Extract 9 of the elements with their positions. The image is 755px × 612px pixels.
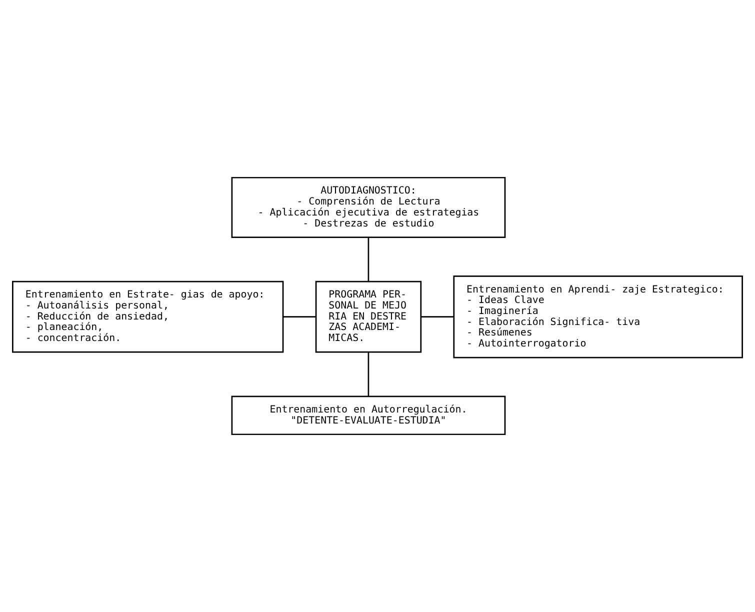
node-box: Entrenamiento en Aprendi- zaje Estrategico: - Ideas Clave - Imaginería - Elaboración Significa- tiva - Resúmenes - Autointerrogatorio	[453, 275, 743, 358]
connector	[421, 316, 454, 318]
node-box: AUTODIAGNOSTICO: - Comprensión de Lectura - Aplicación ejecutiva de estrategias - Destrezas de estudio	[231, 176, 506, 238]
node-box: Entrenamiento en Estrate- gias de apoyo: - Autoanálisis personal, - Reducción de ansiedad, - planeación, - concentración.	[12, 280, 284, 353]
node-box: Entrenamiento en Autorregulación. "DETENTE-EVALUATE-ESTUDIA"	[231, 396, 506, 436]
connector	[368, 237, 370, 282]
node-box: PROGRAMA PER- SONAL DE MEJO RIA EN DESTRE ZAS ACADEMI- MICAS.	[315, 280, 422, 353]
connector	[283, 316, 316, 318]
connector	[368, 352, 370, 396]
